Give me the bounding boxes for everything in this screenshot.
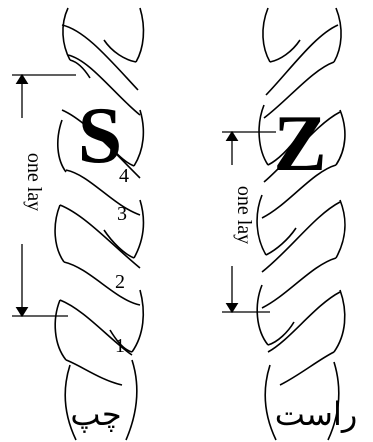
strand-number-1: 1 [115, 335, 125, 357]
s-lay-label: one lay [23, 153, 45, 211]
s-twist-caption: چپ [70, 395, 121, 433]
s-twist-rope [54, 7, 145, 441]
z-lay-label: one lay [233, 186, 255, 244]
s-twist-letter: S [78, 92, 123, 180]
strand-number-4: 4 [119, 165, 129, 187]
s-lay-measure [12, 73, 76, 318]
z-twist-caption: راست [275, 395, 358, 433]
z-lay-measure [222, 130, 276, 314]
strand-number-3: 3 [117, 203, 127, 225]
z-twist-rope [256, 7, 346, 441]
z-twist-letter: Z [273, 100, 326, 188]
strand-number-2: 2 [115, 271, 125, 293]
